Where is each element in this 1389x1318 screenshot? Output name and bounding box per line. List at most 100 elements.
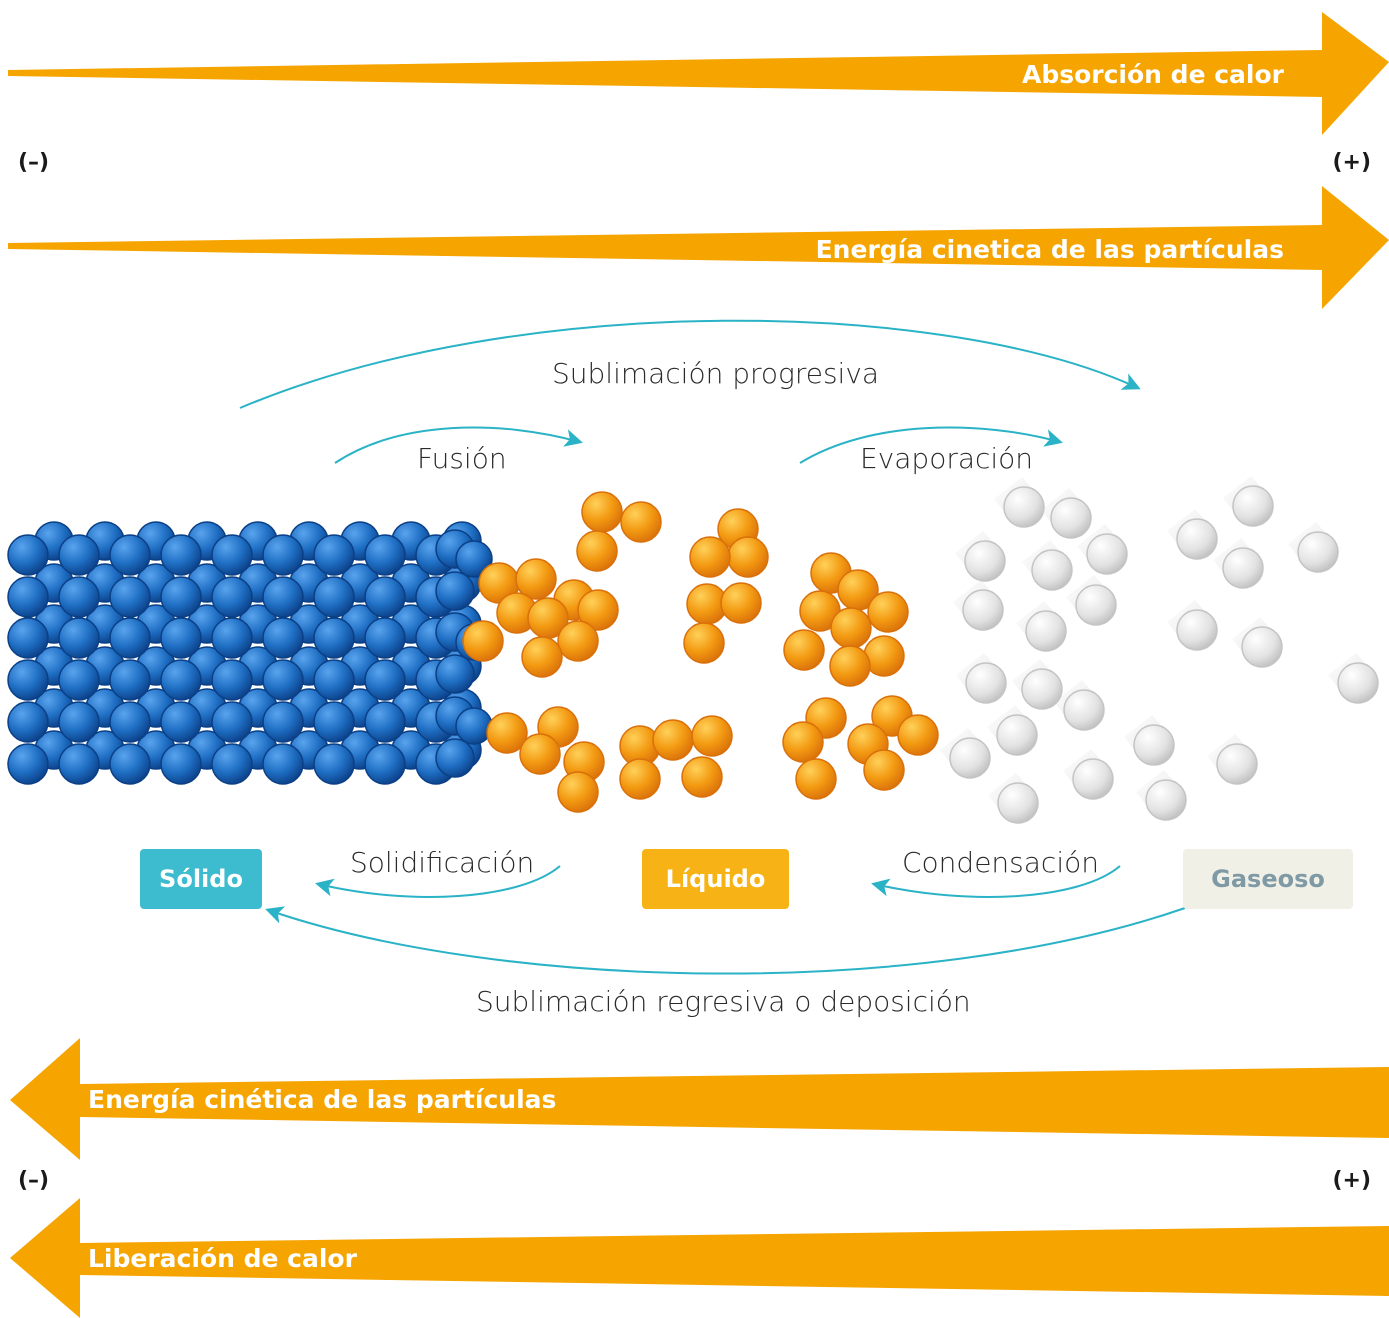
solid-particle bbox=[58, 659, 100, 701]
solid-particle bbox=[7, 659, 49, 701]
gas-particle bbox=[1241, 626, 1283, 668]
solid-particle bbox=[313, 659, 355, 701]
liquid-particle bbox=[897, 714, 939, 756]
bottom-minus-sign: (–) bbox=[18, 1168, 50, 1193]
solid-particle bbox=[160, 743, 202, 785]
liquid-particle bbox=[576, 530, 618, 572]
liquid-particle bbox=[557, 620, 599, 662]
solid-particle bbox=[435, 738, 475, 778]
heat-absorption-label: Absorción de calor bbox=[1021, 60, 1284, 89]
liquid-particle bbox=[691, 715, 733, 757]
liquid-particle bbox=[486, 712, 528, 754]
gas-particle bbox=[1176, 609, 1218, 651]
gas-particle bbox=[1075, 584, 1117, 626]
liquid-particle bbox=[681, 756, 723, 798]
condensation-arc bbox=[871, 865, 1121, 898]
solid-particle bbox=[211, 701, 253, 743]
solid-particle bbox=[313, 576, 355, 618]
gas-particle bbox=[964, 540, 1006, 582]
solid-particle bbox=[455, 540, 493, 578]
heat-release-arrow bbox=[10, 1198, 1389, 1318]
gas-particle bbox=[1222, 547, 1264, 589]
kinetic-energy-decrease-label: Energía cinética de las partículas bbox=[88, 1085, 557, 1114]
solid-particle bbox=[160, 576, 202, 618]
solid-particle bbox=[262, 743, 304, 785]
gas-particle bbox=[965, 662, 1007, 704]
gas-particle bbox=[1072, 758, 1114, 800]
solid-particle bbox=[109, 659, 151, 701]
solid-particle bbox=[435, 571, 475, 611]
solid-particle bbox=[262, 617, 304, 659]
deposition-label: Sublimación regresiva o deposición bbox=[476, 985, 971, 1018]
solid-particle bbox=[109, 617, 151, 659]
gas-state-label: Gaseoso bbox=[1211, 865, 1325, 893]
liquid-state-label: Líquido bbox=[665, 865, 766, 893]
solid-particle bbox=[262, 701, 304, 743]
solid-particle bbox=[211, 617, 253, 659]
deposition-arc bbox=[265, 906, 1186, 975]
gas-particle bbox=[1025, 610, 1067, 652]
liquid-particle bbox=[462, 620, 504, 662]
liquid-particle bbox=[727, 536, 769, 578]
gas-particle bbox=[1337, 662, 1379, 704]
liquid-particle bbox=[689, 536, 731, 578]
solid-particle bbox=[109, 534, 151, 576]
liquid-particle bbox=[619, 758, 661, 800]
liquid-particle bbox=[683, 622, 725, 664]
solidification-arc bbox=[315, 865, 561, 898]
solid-particle bbox=[262, 576, 304, 618]
liquid-particle bbox=[795, 758, 837, 800]
solid-particle bbox=[7, 576, 49, 618]
liquid-particle bbox=[515, 558, 557, 600]
solid-particle bbox=[109, 576, 151, 618]
gas-state-badge: Gaseoso bbox=[1183, 849, 1353, 909]
solid-particle bbox=[58, 617, 100, 659]
solid-particle bbox=[262, 659, 304, 701]
solid-state-label: Sólido bbox=[159, 865, 243, 893]
solid-particles bbox=[7, 521, 493, 785]
solid-particle bbox=[364, 701, 406, 743]
gas-particle bbox=[996, 714, 1038, 756]
solid-particle bbox=[364, 576, 406, 618]
liquid-particle bbox=[581, 491, 623, 533]
solid-particle bbox=[313, 617, 355, 659]
kinetic-energy-increase-arrow bbox=[8, 186, 1389, 309]
gas-particle bbox=[1232, 485, 1274, 527]
solid-particle bbox=[7, 534, 49, 576]
evaporation-arc bbox=[799, 426, 1063, 464]
solid-particle bbox=[160, 617, 202, 659]
solid-particle bbox=[364, 617, 406, 659]
solid-particle bbox=[364, 659, 406, 701]
solid-particle bbox=[211, 534, 253, 576]
liquid-particle bbox=[867, 591, 909, 633]
gas-particle bbox=[1297, 531, 1339, 573]
kinetic-energy-increase-label: Energía cinetica de las partículas bbox=[815, 235, 1284, 264]
gas-particle bbox=[1216, 743, 1258, 785]
liquid-particle bbox=[652, 719, 694, 761]
liquid-particle bbox=[863, 749, 905, 791]
solid-particle bbox=[109, 701, 151, 743]
gas-particle bbox=[1003, 486, 1045, 528]
solid-particle bbox=[313, 701, 355, 743]
bottom-plus-sign: (+) bbox=[1332, 1168, 1371, 1193]
gas-particle bbox=[997, 782, 1039, 824]
liquid-particles bbox=[462, 491, 939, 813]
gas-particle bbox=[1021, 668, 1063, 710]
liquid-particle bbox=[720, 582, 762, 624]
sublimation-progressive-arc bbox=[239, 319, 1141, 409]
solid-particle bbox=[7, 701, 49, 743]
liquid-state-badge: Líquido bbox=[642, 849, 789, 909]
solid-particle bbox=[435, 654, 475, 694]
solid-particle bbox=[58, 701, 100, 743]
fusion-label: Fusión bbox=[417, 442, 507, 475]
fusion-arc bbox=[334, 426, 583, 464]
top-minus-sign: (–) bbox=[18, 150, 50, 175]
liquid-particle bbox=[519, 733, 561, 775]
sublimation-progressive-label: Sublimación progresiva bbox=[552, 357, 880, 390]
solid-particle bbox=[160, 701, 202, 743]
solid-particle bbox=[7, 743, 49, 785]
gas-particle bbox=[1050, 497, 1092, 539]
heat-release-label: Liberación de calor bbox=[88, 1244, 357, 1273]
solid-state-badge: Sólido bbox=[140, 849, 262, 909]
